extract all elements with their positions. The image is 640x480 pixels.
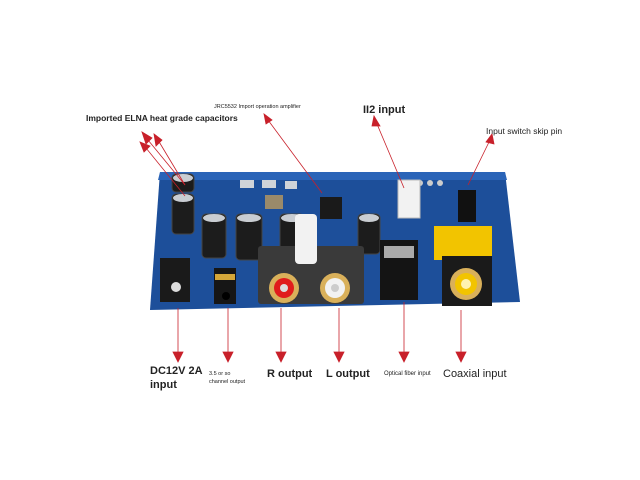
label-dc-input-2: input (150, 379, 177, 391)
label-optical: Optical fiber input (384, 371, 431, 377)
label-switch-pin: Input switch skip pin (486, 126, 563, 136)
opamp-chip (320, 197, 342, 219)
label-ii2-input: II2 input (363, 104, 406, 116)
label-dc-input-1: DC12V 2A (150, 365, 203, 377)
label-l-output: L output (326, 368, 370, 380)
label-r-output: R output (267, 368, 313, 380)
label-capacitors: Imported ELNA heat grade capacitors (86, 113, 238, 123)
label-coaxial: Coaxial input (443, 368, 507, 380)
pcb-board (150, 172, 520, 310)
dc-jack (160, 258, 190, 302)
label-opamp: JRC5532 Import operation amplifier (214, 104, 301, 110)
label-jack-2: channel output (209, 379, 246, 385)
label-jack-1: 3.5 or so (209, 371, 231, 377)
